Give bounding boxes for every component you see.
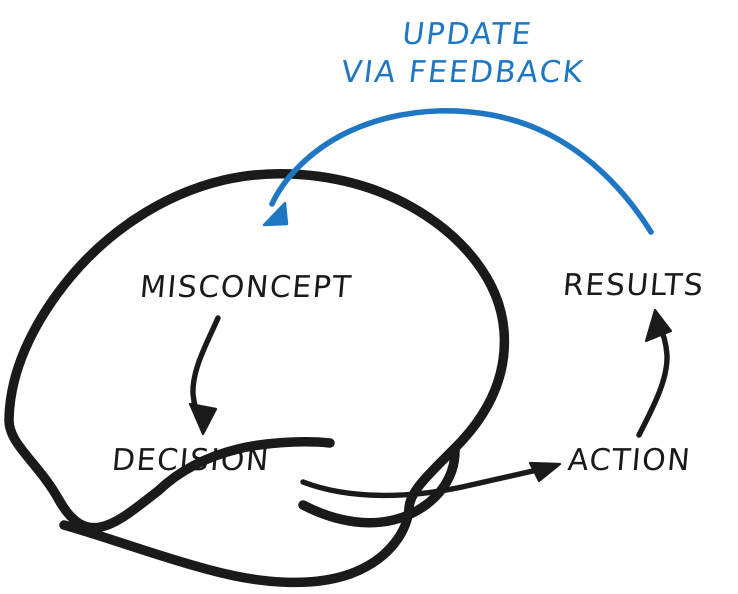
arrow-decision-to-action (300, 461, 562, 499)
node-label-action: ACTION (566, 443, 693, 478)
node-label-decision: DECISION (110, 443, 272, 478)
node-label-misconcept: MISCONCEPT (138, 270, 354, 305)
arrowhead-blue-to-misconcept (262, 201, 289, 227)
mental-model-loop (4, 169, 510, 588)
arrowhead-up-to-results (644, 308, 673, 343)
arrow-misconcept-to-decision (188, 315, 221, 436)
arrowhead-right-to-action (528, 461, 562, 483)
feedback-caption: UPDATE VIA FEEDBACK (295, 16, 634, 93)
arrowhead-down-to-decision (188, 402, 218, 436)
arrow-action-to-results (636, 308, 673, 438)
arrow-results-to-misconcept-feedback (262, 107, 654, 235)
node-label-results: RESULTS (561, 268, 706, 303)
loop-inner-curl (298, 443, 460, 528)
feedback-caption-line-2: VIA FEEDBACK (339, 55, 587, 91)
feedback-caption-line-1: UPDATE (400, 17, 535, 52)
